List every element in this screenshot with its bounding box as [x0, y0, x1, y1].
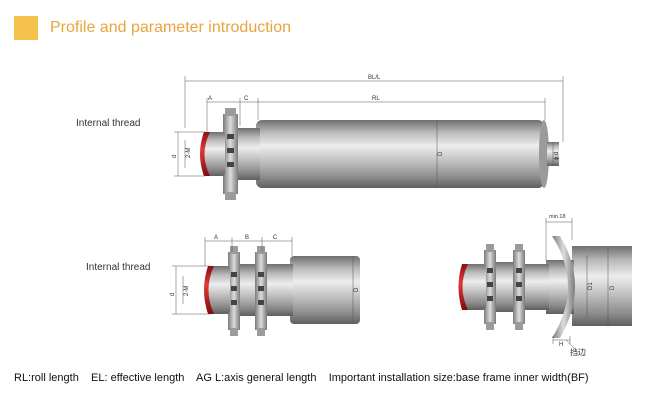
diagram1-red-cap	[200, 132, 210, 176]
diagram2-dimension-lines	[172, 237, 354, 324]
diagram3-dim-D: D	[610, 285, 616, 290]
diagram1-dim-c: C	[244, 96, 249, 102]
diagram2-dim-b: B	[245, 235, 249, 241]
diagram2-dim-d-shaft: d	[170, 293, 176, 296]
diagram3-dimension-lines	[545, 218, 609, 351]
diagram3-sprocket-1	[484, 244, 496, 330]
diagram2-roller	[204, 246, 360, 336]
diagram2-dim-a: A	[214, 235, 218, 241]
diagram1-dim-a: A	[208, 96, 212, 102]
diagram2-sprocket-2	[255, 246, 267, 336]
diagram1-label: Internal thread	[76, 118, 141, 129]
diagram3-roller	[458, 236, 632, 338]
diagram3-dim-flange: 挡边	[570, 347, 586, 357]
diagram1-dim-m: 2-M	[186, 148, 192, 158]
diagram1-dim-phi-d: ϕ d	[554, 152, 560, 160]
diagram3-dim-D1: D1	[588, 282, 594, 290]
diagram1-dim-D: D	[438, 151, 444, 156]
diagram1-roller	[200, 108, 559, 200]
header-accent-square	[14, 16, 38, 40]
diagram1-sprocket	[223, 108, 238, 200]
diagram3-dim-min: min.18	[549, 214, 566, 220]
diagram1-dimension-lines	[174, 76, 564, 188]
diagram3-sprocket-2	[513, 244, 525, 330]
legend-text: RL:roll length EL: effective length AG L…	[14, 372, 589, 384]
diagram3-flange	[552, 236, 575, 338]
diagram1-dim-d-shaft: d	[172, 155, 178, 158]
diagram2-red-cap	[204, 266, 214, 314]
diagram3-dim-h: H	[559, 342, 563, 348]
diagram2-label: Internal thread	[86, 262, 151, 273]
page-title: Profile and parameter introduction	[50, 19, 292, 36]
diagram2-dim-c: C	[273, 235, 278, 241]
diagram2-dim-D: D	[354, 287, 360, 292]
diagram1-dim-total: BL/L	[368, 75, 381, 81]
diagram3-red-cap	[458, 264, 468, 310]
diagram1-dim-rl: RL	[372, 96, 380, 102]
diagram2-sprocket-1	[228, 246, 240, 336]
diagram2-dim-m: 2-M	[184, 286, 190, 296]
